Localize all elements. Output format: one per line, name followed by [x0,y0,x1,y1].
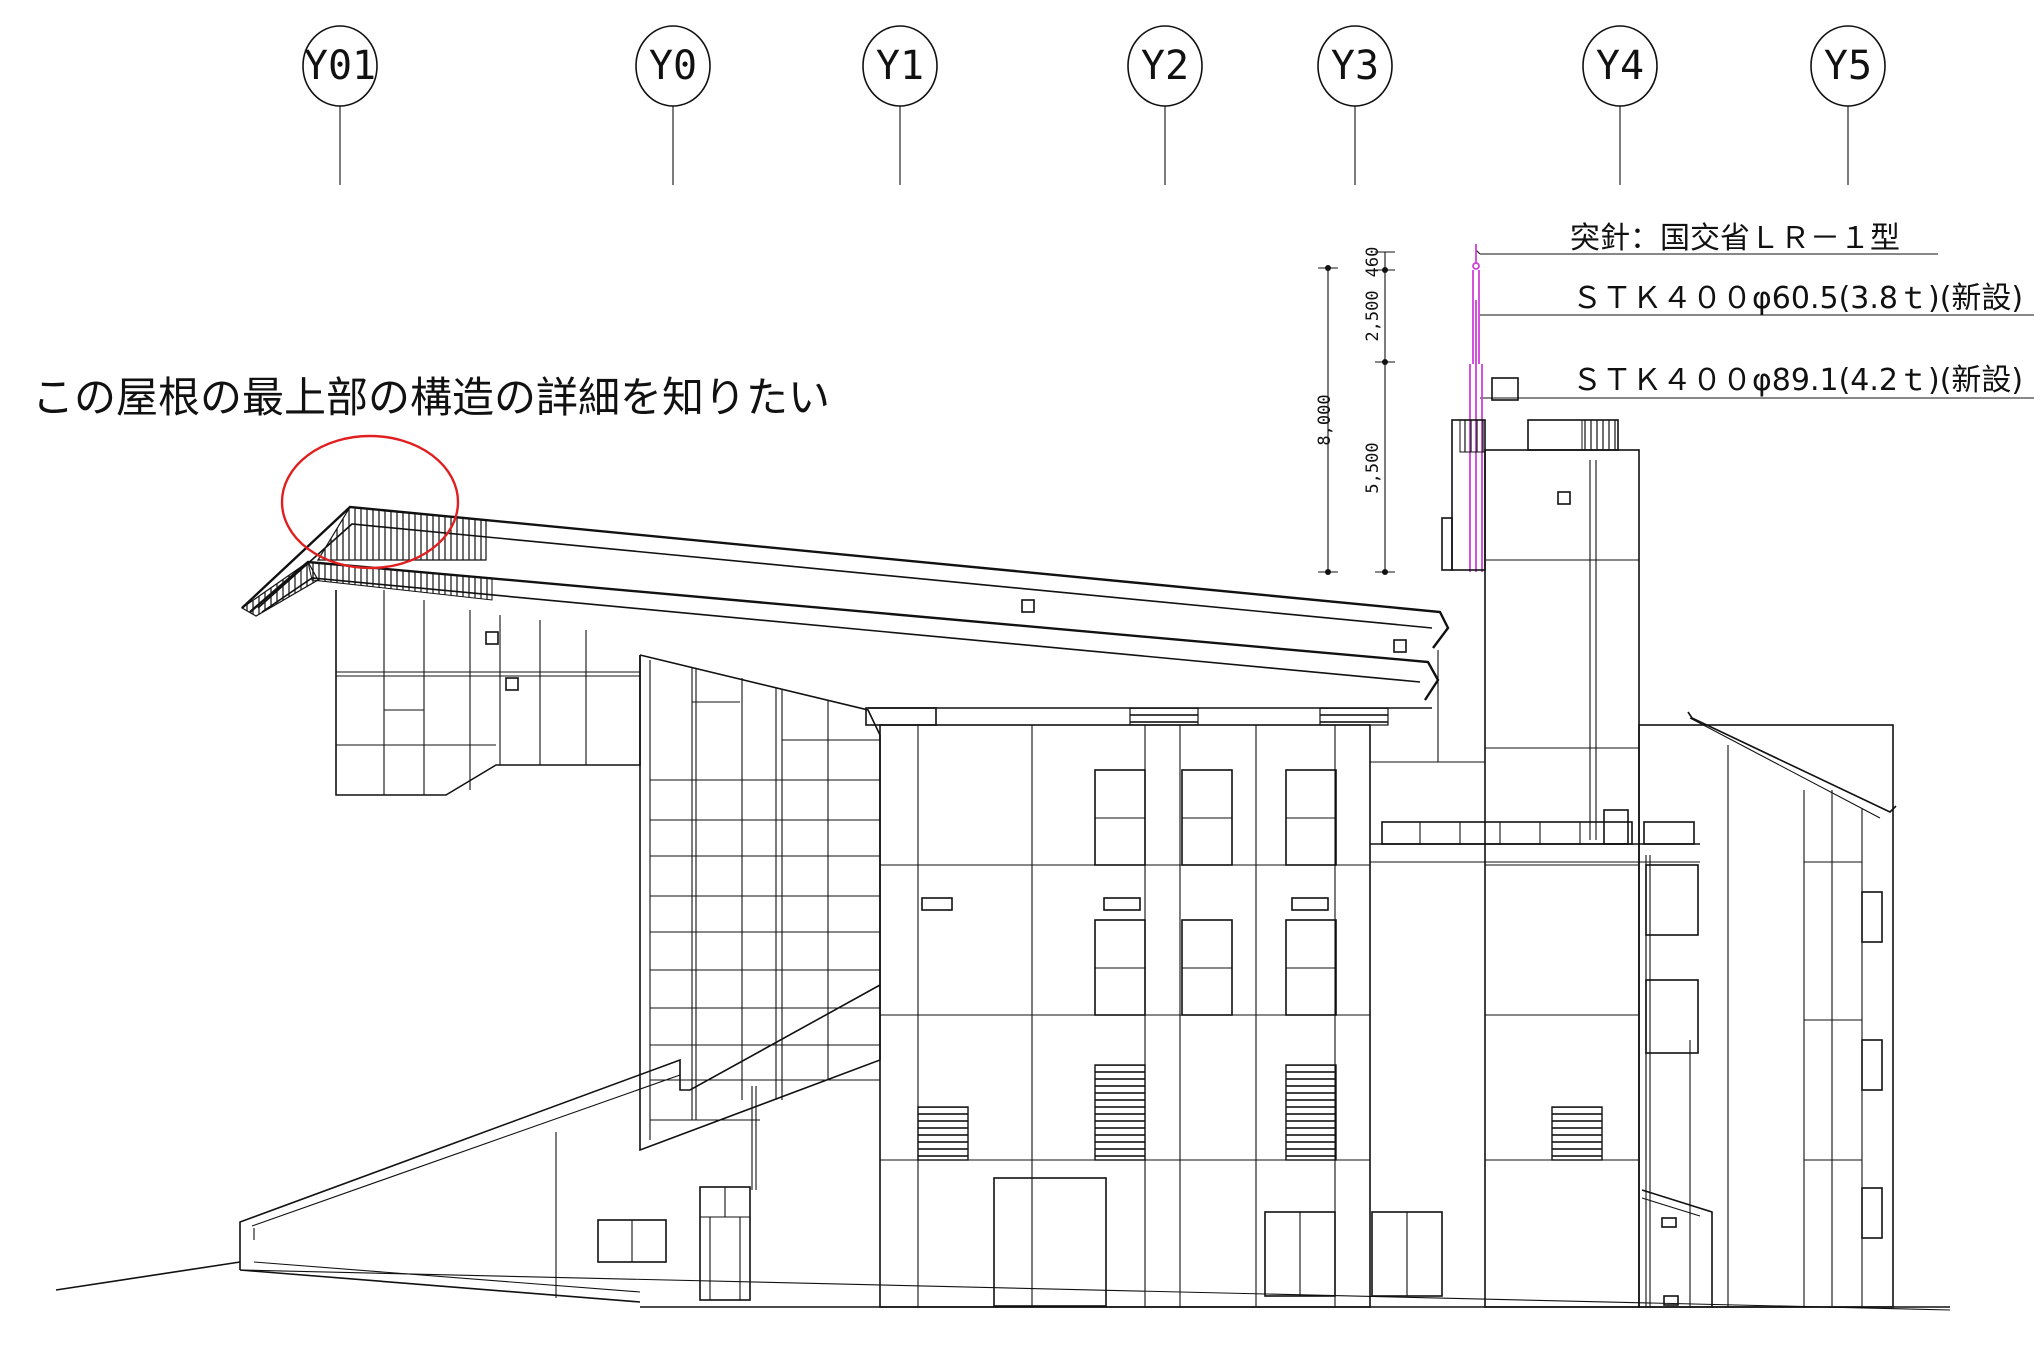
grid-axis-y5: Y5 [1810,25,1886,185]
dimension-lines: 8,000 460 2,500 5,500 [1315,247,1395,575]
grid-axis-y4: Y4 [1582,25,1658,185]
highlight-circle [280,434,460,570]
grid-label: Y5 [1824,43,1872,89]
grid-axis-y0: Y0 [635,25,711,185]
lightning-rod-labels: 突針：国交省ＬＲ－１型 ＳＴＫ４００φ60.5(3.8ｔ)(新設) ＳＴＫ４００… [1475,221,2034,399]
grid-label: Y3 [1331,43,1379,89]
dim-seg-top: 460 [1363,247,1383,278]
dim-total: 8,000 [1315,394,1335,445]
left-wing-glazing [335,590,641,796]
sloped-curtain-wall [639,654,881,1152]
grid-label: Y01 [304,43,376,89]
grid-label: Y0 [649,43,697,89]
grid-axis-y1: Y1 [862,25,938,185]
right-wing [1638,711,1897,1308]
ramp-wall [239,984,881,1303]
dim-seg-mid: 2,500 [1363,290,1383,341]
grid-label: Y2 [1141,43,1189,89]
grid-label: Y1 [876,43,924,89]
grid-axis-y3: Y3 [1317,25,1393,185]
ground-line [55,1261,1951,1311]
dim-seg-bottom: 5,500 [1363,442,1383,493]
grid-axis-y2: Y2 [1127,25,1203,185]
question-annotation: この屋根の最上部の構造の詳細を知りたい [32,373,830,422]
rod-label: 突針：国交省ＬＲ－１型 [1570,221,1900,256]
pipe-upper-label: ＳＴＫ４００φ60.5(3.8ｔ)(新設) [1572,281,2023,316]
pipe-lower-label: ＳＴＫ４００φ89.1(4.2ｔ)(新設) [1572,363,2023,398]
lightning-rod [1469,244,1483,572]
sloped-roof [240,505,1450,701]
grid-label: Y4 [1596,43,1644,89]
grid-axis-y01: Y01 [302,25,378,185]
main-building [597,707,1443,1308]
